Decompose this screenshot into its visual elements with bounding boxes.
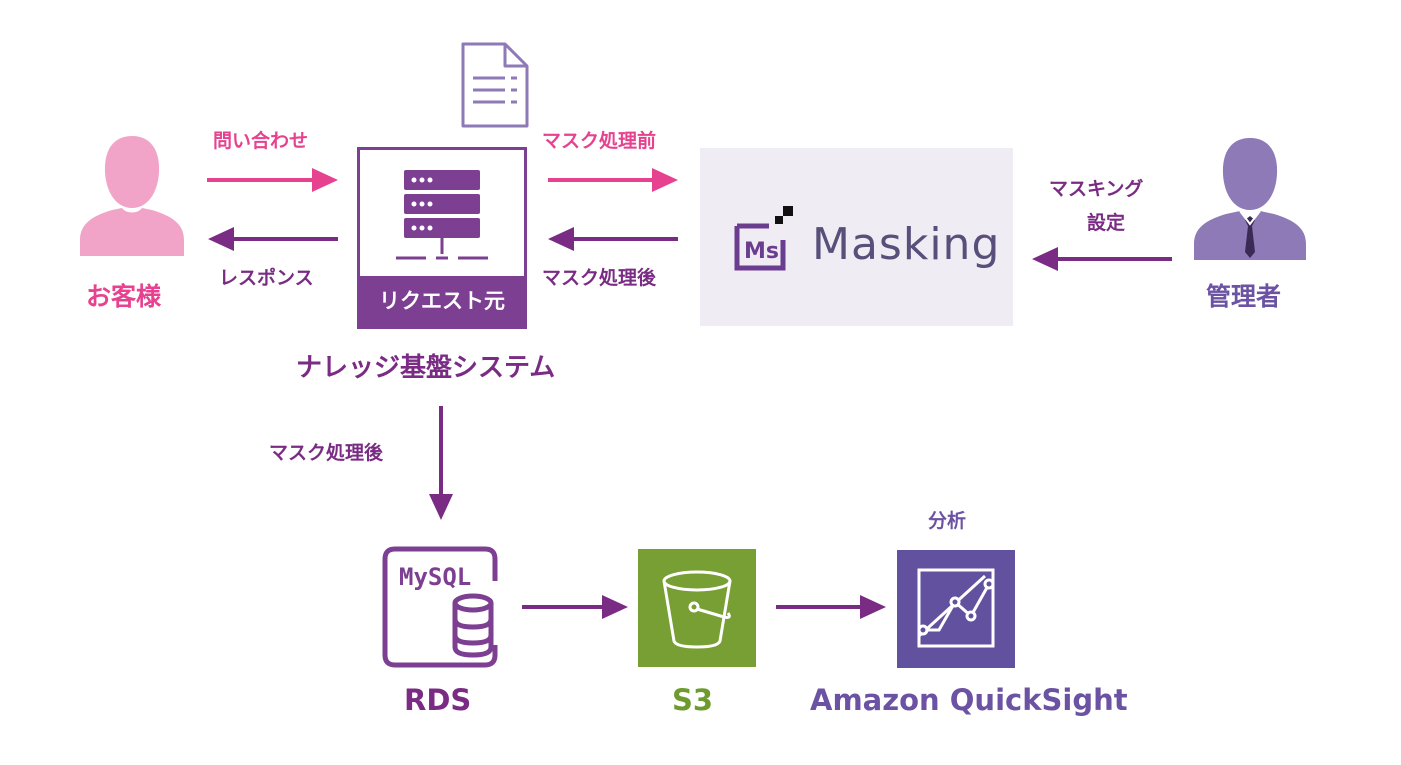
rds-engine-label: MySQL [399,563,471,591]
before-mask-arrow [548,168,678,192]
before-mask-label: マスク処理前 [542,130,657,152]
masking-setting-arrow [1032,247,1172,271]
masking-product-box [700,148,1013,326]
masking-product-name: Masking [812,219,1001,270]
s3-label: S3 [672,683,714,717]
quicksight-label: Amazon QuickSight [810,683,1128,717]
s3-icon-box [638,549,756,667]
inquiry-arrow [207,168,338,192]
down-arrow [429,406,453,520]
masking-setting-label-2: 設定 [1087,212,1126,234]
server-tag: リクエスト元 [360,276,524,326]
analytics-chart-icon [917,568,995,648]
customer-label: お客様 [86,282,162,311]
admin-person-icon [1194,138,1306,260]
masking-logo-mark: Ms [744,239,779,264]
customer-person-icon [80,136,184,256]
bucket-icon [662,570,732,649]
quicksight-icon-box [897,550,1015,668]
analysis-label: 分析 [928,510,967,532]
inquiry-label: 問い合わせ [213,130,309,152]
document-icon [461,42,529,128]
after-mask-down-label: マスク処理後 [269,442,384,464]
response-arrow [208,227,338,251]
admin-label: 管理者 [1206,282,1282,311]
s3-to-quicksight-arrow [776,595,886,619]
response-label: レスポンス [219,267,314,289]
rds-to-s3-arrow [522,595,628,619]
masking-logo-icon: Ms [734,206,793,271]
masking-setting-label-1: マスキング [1049,178,1144,200]
after-mask-label: マスク処理後 [542,267,657,289]
request-source-server: リクエスト元 [357,147,527,329]
system-name: ナレッジ基盤システム [296,353,556,383]
server-icon [396,170,488,260]
after-mask-arrow [548,227,678,251]
rds-label: RDS [404,683,472,717]
rds-mysql-icon: MySQL [382,546,498,668]
